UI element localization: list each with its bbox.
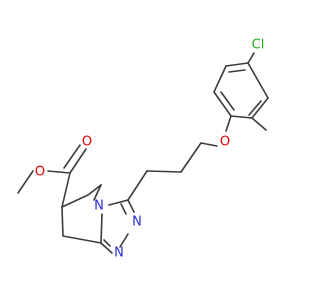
bond-ch2c-c3 xyxy=(127,170,148,201)
bond-ar4-ar5-inner xyxy=(220,91,235,111)
ester-oxygen-label: O xyxy=(35,165,45,180)
bond-ch2a-ch2b xyxy=(180,142,202,173)
canvas-background xyxy=(0,0,300,300)
bond-ester-o-methyl xyxy=(17,170,34,194)
bond-carbonyl-double-o-2 xyxy=(63,144,81,169)
bond-ar6-ar1-inner xyxy=(228,69,246,73)
fused-nitrogen-label: N xyxy=(94,199,104,214)
bond-n1-c8a xyxy=(100,242,113,254)
bond-ar2-ar3-inner xyxy=(248,100,262,116)
bond-ar6-ar1 xyxy=(225,62,249,67)
bonds xyxy=(17,52,269,254)
bond-n2-n1 xyxy=(119,233,129,248)
atom-labels: Cl O O O N N N xyxy=(35,38,264,261)
bond-n4-c5 xyxy=(93,184,102,201)
molecule-structure-diagram: Cl O O O N N N xyxy=(0,0,300,300)
lower-triazole-nitrogen-label: N xyxy=(114,246,124,261)
bond-c6-c7 xyxy=(61,194,89,208)
bond-c6-carbonyl xyxy=(61,172,71,208)
bond-ar5-ar6 xyxy=(213,65,227,93)
ether-oxygen-label: O xyxy=(220,135,230,150)
bond-ar1-ar2 xyxy=(247,62,269,99)
bond-ar4-ar5 xyxy=(213,91,232,117)
carbonyl-oxygen-label: O xyxy=(82,135,92,150)
bond-carbonyl-double-o xyxy=(69,148,87,174)
bond-c8-c8a xyxy=(62,235,102,244)
bond-c5-c6 xyxy=(87,184,102,196)
bond-c7-c8 xyxy=(61,206,64,237)
bond-c3-n4 xyxy=(108,199,129,206)
bond-ar2-ar3 xyxy=(251,97,269,119)
upper-triazole-nitrogen-label: N xyxy=(132,215,142,230)
bond-ar3-ar4 xyxy=(230,115,253,119)
bond-ar1-chlorine xyxy=(247,52,255,64)
bond-c3-n2-inner xyxy=(120,203,127,215)
bond-carbonyl-ester-o xyxy=(47,170,71,174)
bond-ar3-methyl xyxy=(251,117,267,131)
bond-n1-c8a-inner xyxy=(103,239,111,247)
bond-oxygen-ch2a xyxy=(200,142,218,147)
bond-c8a-n4 xyxy=(100,213,103,244)
bond-c3-n2 xyxy=(127,199,135,213)
chlorine-label: Cl xyxy=(252,38,265,53)
bond-ar4-ether-oxygen xyxy=(225,115,232,132)
bond-ch2b-ch2c xyxy=(146,170,182,173)
